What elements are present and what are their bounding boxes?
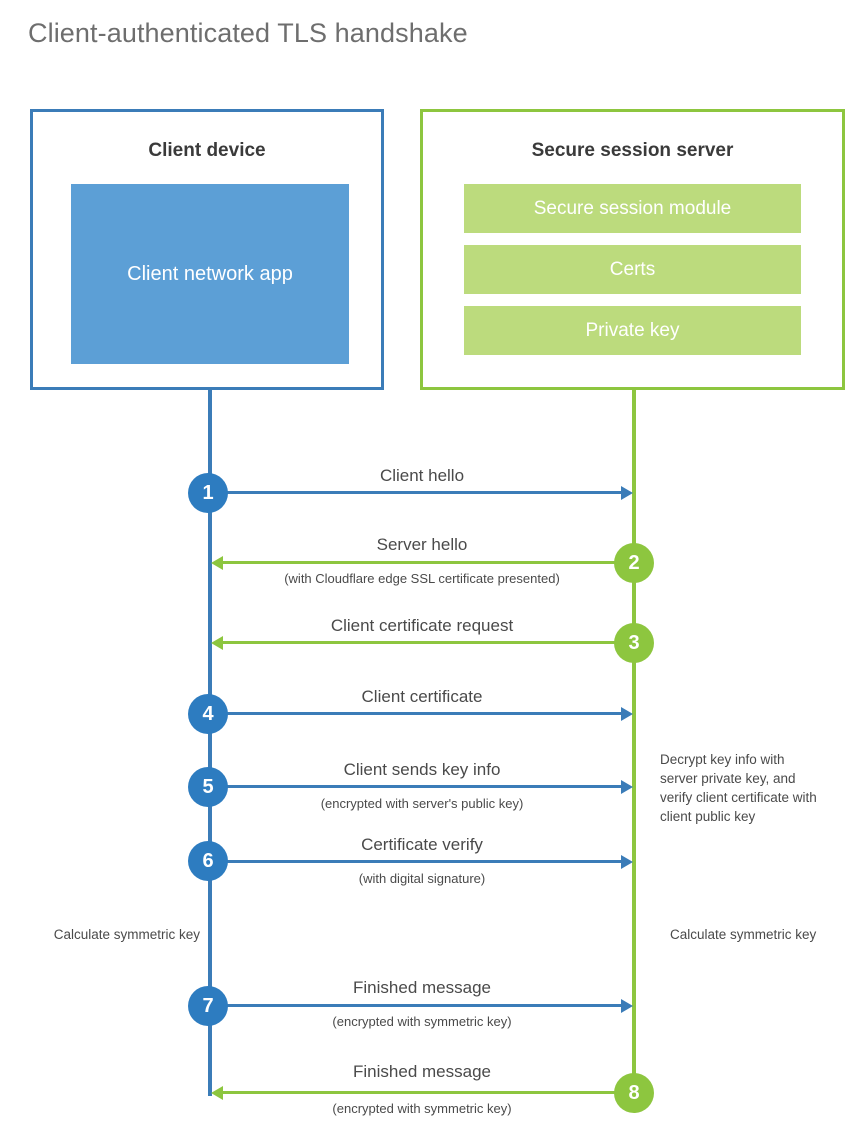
client-device-box: Client device Client network app bbox=[30, 109, 384, 390]
step-1-label: Client hello bbox=[379, 466, 465, 485]
secure-session-server-box: Secure session server Secure session mod… bbox=[420, 109, 845, 390]
step-7-marker: 7 bbox=[188, 986, 228, 1026]
server-module-secure-session-module: Secure session module bbox=[464, 184, 801, 233]
step-1-arrow bbox=[210, 485, 633, 500]
client-device-title: Client device bbox=[148, 140, 266, 161]
client-calculate-symmetric-key-annotation: Calculate symmetric key bbox=[53, 927, 200, 942]
step-8-arrow bbox=[211, 1085, 634, 1100]
step-2-arrow bbox=[211, 555, 634, 570]
step-6-marker: 6 bbox=[188, 841, 228, 881]
step-5-label: Client sends key info bbox=[343, 760, 501, 779]
step-1-marker: 1 bbox=[188, 473, 228, 513]
client-lifeline bbox=[208, 390, 212, 1096]
server-module-list: Secure session module Certs Private key bbox=[464, 184, 801, 355]
step-6-label: Certificate verify bbox=[361, 835, 483, 854]
step-2-sublabel: (with Cloudflare edge SSL certificate pr… bbox=[284, 571, 560, 586]
server-lifeline bbox=[632, 390, 636, 1093]
step-4-label: Client certificate bbox=[361, 687, 483, 706]
step-2-marker: 2 bbox=[614, 543, 654, 583]
step-5-marker: 5 bbox=[188, 767, 228, 807]
step-5-sublabel: (encrypted with server's public key) bbox=[320, 796, 524, 811]
step-8-label: Finished message bbox=[353, 1062, 491, 1081]
server-decrypt-annotation: Decrypt key info with server private key… bbox=[660, 752, 817, 825]
step-3-arrow bbox=[211, 635, 634, 650]
step-4-marker: 4 bbox=[188, 694, 228, 734]
step-2-label: Server hello bbox=[376, 535, 468, 554]
secure-session-server-title: Secure session server bbox=[531, 140, 734, 161]
step-5-arrow bbox=[210, 779, 633, 794]
step-7-label: Finished message bbox=[353, 978, 491, 997]
page-title: Client-authenticated TLS handshake bbox=[28, 18, 468, 48]
server-module-certs: Certs bbox=[464, 245, 801, 294]
server-calculate-symmetric-key-annotation: Calculate symmetric key bbox=[670, 927, 817, 942]
step-6-sublabel: (with digital signature) bbox=[358, 871, 486, 886]
server-module-private-key: Private key bbox=[464, 306, 801, 355]
step-8-sublabel: (encrypted with symmetric key) bbox=[332, 1101, 512, 1116]
step-4-arrow bbox=[210, 706, 633, 721]
client-network-app-block: Client network app bbox=[71, 184, 349, 364]
step-8-marker: 8 bbox=[614, 1073, 654, 1113]
step-3-label: Client certificate request bbox=[330, 616, 514, 635]
step-6-arrow bbox=[210, 854, 633, 869]
step-7-arrow bbox=[210, 998, 633, 1013]
step-7-sublabel: (encrypted with symmetric key) bbox=[332, 1014, 512, 1029]
step-3-marker: 3 bbox=[614, 623, 654, 663]
